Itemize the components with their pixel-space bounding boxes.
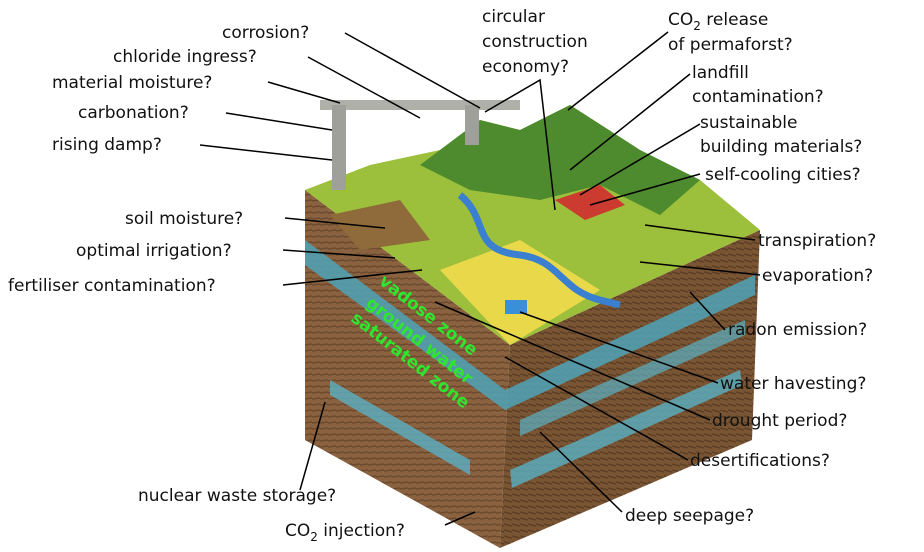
label-material-moisture: material moisture? [52,73,212,93]
field-yellow [440,240,600,345]
label-desertifications: desertifications? [690,451,830,471]
co2-suffix: release [701,10,768,30]
label-nuclear-waste: nuclear waste storage? [138,486,336,506]
label-rising-damp: rising damp? [52,135,162,155]
label-fertiliser: fertiliser contamination? [8,276,216,296]
label-sustainable-2: building materials? [700,137,862,157]
water-basin [505,300,527,314]
label-self-cooling: self-cooling cities? [705,165,861,185]
label-circular-1: circular [482,7,545,27]
label-circular-3: economy? [482,57,569,77]
label-co2-injection: CO2 injection? [285,521,405,544]
label-drought: drought period? [712,411,847,431]
co2-sub: 2 [693,19,701,33]
label-evaporation: evaporation? [762,266,873,286]
groundwater-layer-right [505,275,755,410]
deep-aquifer-right-2 [520,320,745,436]
field-brown [330,200,430,250]
label-landfill-2: contamination? [692,87,824,107]
label-permafrost: of permaforst? [668,35,793,55]
label-water-harvesting: water havesting? [720,374,866,394]
label-sustainable-1: sustainable [700,113,797,133]
label-landfill-1: landfill [692,63,749,83]
river [457,192,621,309]
label-transpiration: transpiration? [758,231,876,251]
co2-prefix: CO [668,10,693,30]
deep-aquifer-left [330,380,470,475]
bridge-pier-left [332,105,346,190]
bridge-pier-right [465,105,479,145]
co2-inj-sub: 2 [310,530,318,544]
label-corrosion: corrosion? [222,23,309,43]
groundwater-layer-left [305,240,505,410]
label-carbonation: carbonation? [78,103,189,123]
label-soil-moisture: soil moisture? [125,209,243,229]
label-optimal-irrigation: optimal irrigation? [76,241,232,261]
label-circular-2: construction [482,32,588,52]
co2-inj-prefix: CO [285,521,310,541]
label-co2-release: CO2 release [668,10,768,33]
co2-inj-suffix: injection? [318,521,405,541]
village [555,185,625,220]
label-radon: radon emission? [728,320,867,340]
forest-hills [420,105,700,215]
leader-lines [199,31,761,526]
bridge-deck [320,100,520,110]
label-chloride-ingress: chloride ingress? [113,47,257,67]
label-deep-seepage: deep seepage? [625,506,754,526]
